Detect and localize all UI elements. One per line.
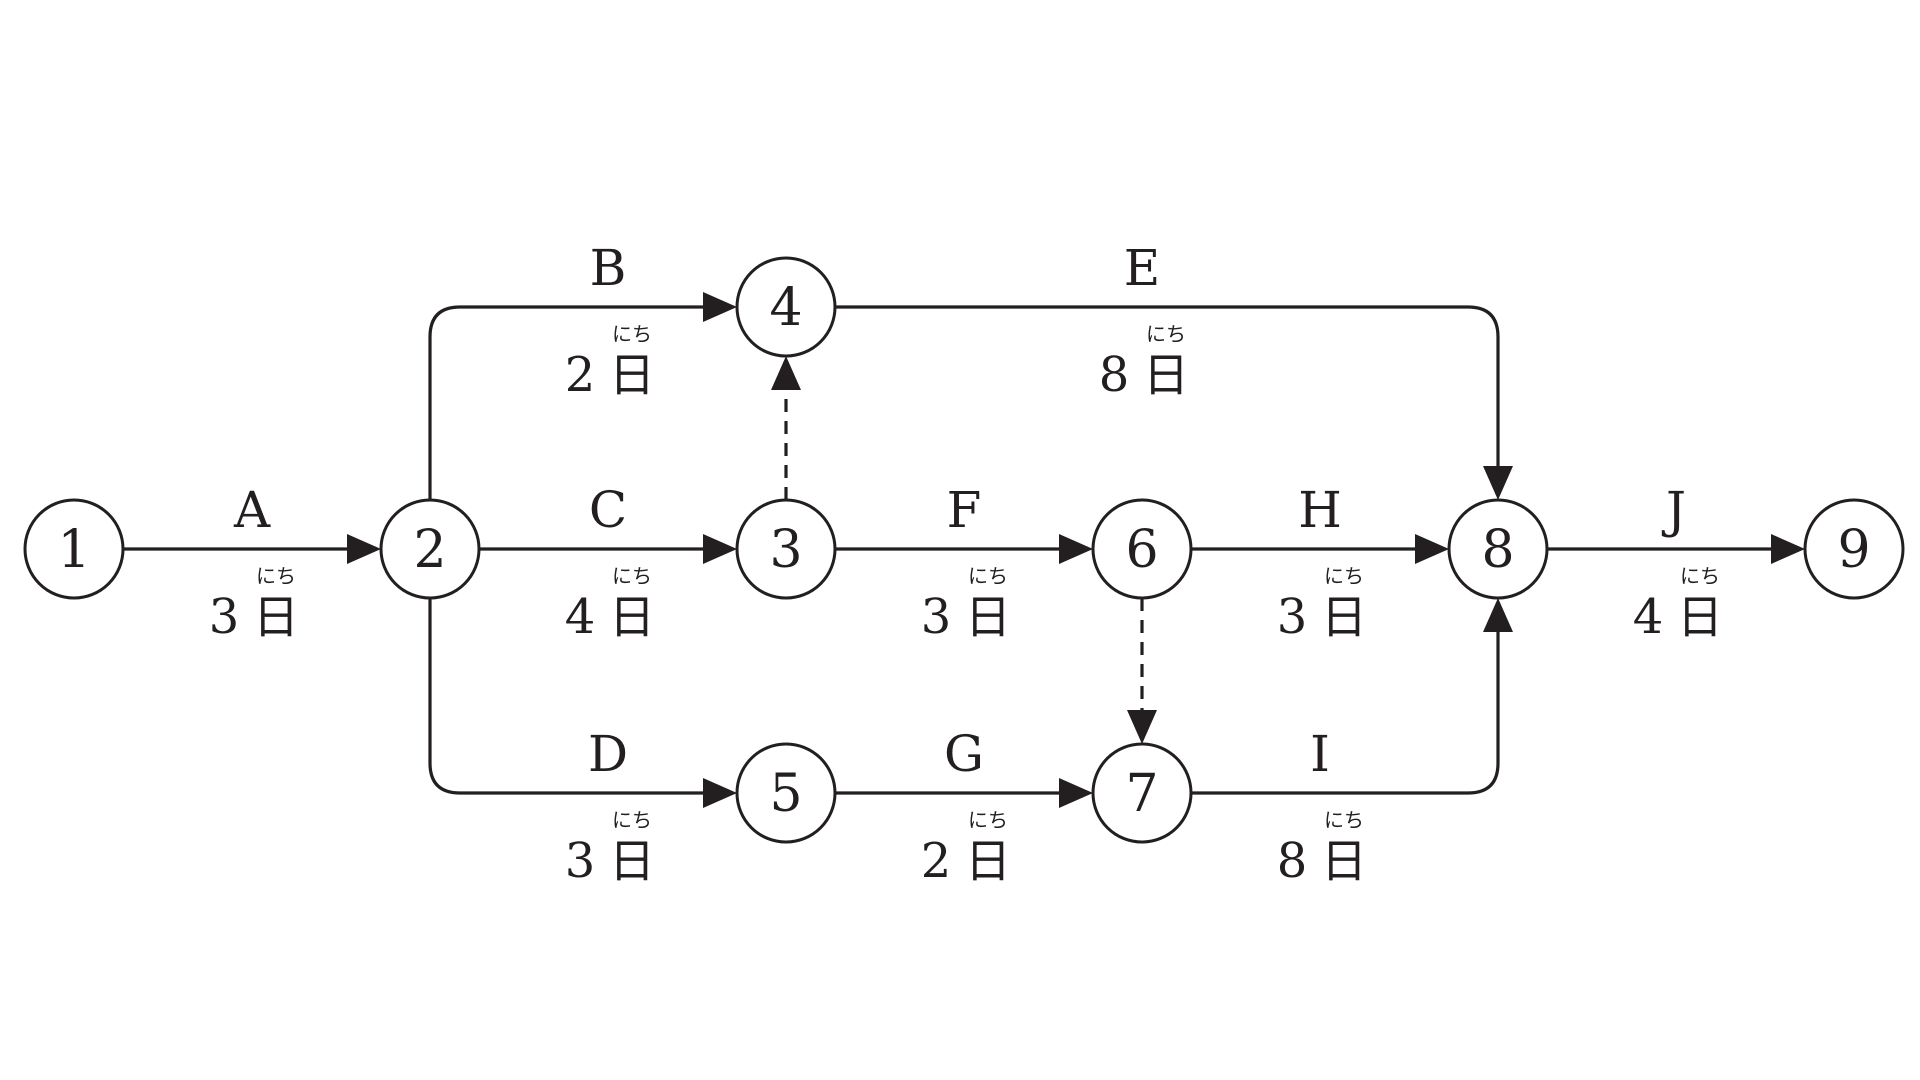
- activity-f-arrowhead: [1059, 534, 1093, 564]
- activity-h-arrowhead: [1415, 534, 1449, 564]
- node-7-circle: [1091, 742, 1193, 844]
- activity-e-arrowhead: [1483, 466, 1513, 500]
- activity-e-duration: 8: [1099, 347, 1130, 403]
- node-5-circle: [735, 742, 837, 844]
- node-1-label: 1: [57, 520, 90, 580]
- activity-h-duration: 3: [1277, 589, 1308, 645]
- activity-c-arrowhead: [703, 534, 737, 564]
- activity-d-unit: 日: [609, 834, 655, 888]
- nodes: 1 2 3 4 5 6 7 8 9: [23, 256, 1905, 844]
- activity-g-unit: 日: [965, 834, 1011, 888]
- edges: [123, 292, 1805, 808]
- node-5-label: 5: [769, 764, 802, 824]
- activity-b-duration: 2: [565, 347, 596, 403]
- activity-f-duration: 3: [921, 589, 952, 645]
- activity-d-arrow: [428, 598, 705, 795]
- node-4-circle: [735, 256, 837, 358]
- activity-g-name: G: [944, 725, 984, 783]
- activity-a-name: A: [233, 481, 271, 539]
- activity-c-unit: 日: [609, 590, 655, 644]
- activity-d-unit-ruby: にち: [612, 808, 652, 832]
- activity-i-arrowhead: [1483, 598, 1513, 632]
- node-7: 7: [1091, 742, 1193, 844]
- activity-i-arrow: [1191, 630, 1500, 795]
- node-2: 2: [379, 498, 481, 600]
- node-2-label: 2: [413, 520, 446, 580]
- activity-a-duration: 3: [209, 589, 240, 645]
- node-3-label: 3: [769, 520, 802, 580]
- activity-e-unit-ruby: にち: [1146, 322, 1186, 346]
- activity-c-unit-ruby: にち: [612, 564, 652, 588]
- node-4: 4: [735, 256, 837, 358]
- activity-c-duration: 4: [565, 589, 596, 645]
- activity-d-duration: 3: [565, 833, 596, 889]
- node-6-label: 6: [1125, 520, 1158, 580]
- activity-f-unit-ruby: にち: [968, 564, 1008, 588]
- activity-f-name: F: [947, 481, 982, 539]
- activity-f-unit: 日: [965, 590, 1011, 644]
- activity-a-unit: 日: [253, 590, 299, 644]
- activity-b-name: B: [590, 239, 627, 297]
- activity-b-arrowhead: [703, 292, 737, 322]
- node-5: 5: [735, 742, 837, 844]
- node-4-label: 4: [769, 278, 802, 338]
- activity-i-name: I: [1310, 725, 1330, 783]
- node-8-circle: [1447, 498, 1549, 600]
- activity-e-unit: 日: [1143, 348, 1189, 402]
- activity-e-arrow: [835, 305, 1500, 468]
- node-6-circle: [1091, 498, 1193, 600]
- activity-d-name: D: [588, 725, 628, 783]
- node-8: 8: [1447, 498, 1549, 600]
- activity-h-unit: 日: [1321, 590, 1367, 644]
- activity-b-unit: 日: [609, 348, 655, 402]
- activity-b-arrow: [428, 305, 705, 500]
- node-2-circle: [379, 498, 481, 600]
- node-9-circle: [1803, 498, 1905, 600]
- dummy-6-7-arrowhead: [1127, 710, 1157, 744]
- node-7-label: 7: [1125, 764, 1158, 824]
- activity-j-unit: 日: [1677, 590, 1723, 644]
- activity-g-arrowhead: [1059, 778, 1093, 808]
- activity-h-name: H: [1298, 481, 1342, 539]
- activity-b-unit-ruby: にち: [612, 322, 652, 346]
- activity-d-arrowhead: [703, 778, 737, 808]
- activity-j-arrowhead: [1771, 534, 1805, 564]
- node-9-label: 9: [1837, 520, 1870, 580]
- node-6: 6: [1091, 498, 1193, 600]
- activity-g-unit-ruby: にち: [968, 808, 1008, 832]
- activity-i-unit-ruby: にち: [1324, 808, 1364, 832]
- activity-a-unit-ruby: にち: [256, 564, 296, 588]
- node-1-circle: [23, 498, 125, 600]
- activity-i-unit: 日: [1321, 834, 1367, 888]
- activity-h-unit-ruby: にち: [1324, 564, 1364, 588]
- activity-c-name: C: [589, 481, 627, 539]
- node-9: 9: [1803, 498, 1905, 600]
- activity-a-arrowhead: [347, 534, 381, 564]
- activity-j-name: J: [1661, 481, 1686, 539]
- dummy-3-4-arrowhead: [771, 356, 801, 390]
- activity-j-unit-ruby: にち: [1680, 564, 1720, 588]
- activity-g-duration: 2: [921, 833, 952, 889]
- activity-e-name: E: [1124, 239, 1161, 297]
- node-8-label: 8: [1481, 520, 1514, 580]
- activity-i-duration: 8: [1277, 833, 1308, 889]
- node-3: 3: [735, 498, 837, 600]
- node-3-circle: [735, 498, 837, 600]
- node-1: 1: [23, 498, 125, 600]
- activity-j-duration: 4: [1633, 589, 1664, 645]
